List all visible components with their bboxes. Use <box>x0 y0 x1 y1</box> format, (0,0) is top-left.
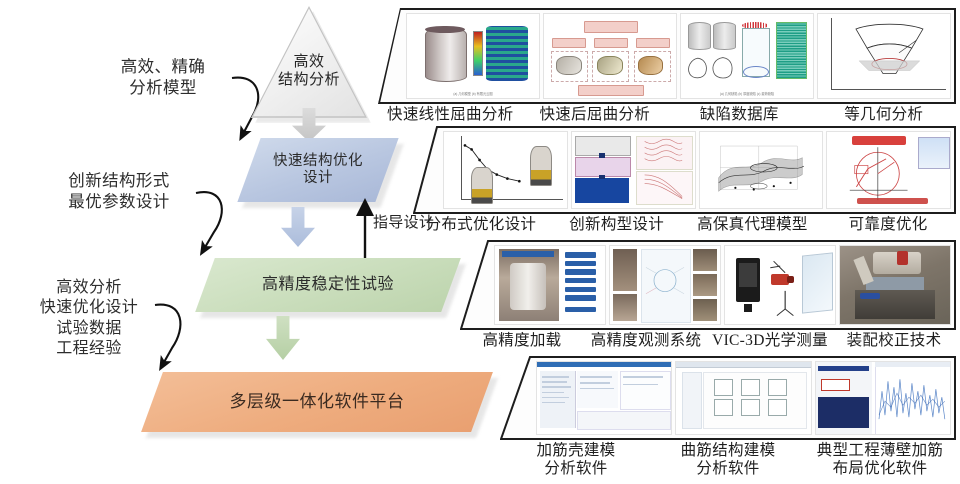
label-row1-2: 缺陷数据库 <box>699 106 779 123</box>
annotation-structure-parameters: 创新结构形式 最优参数设计 <box>68 171 170 212</box>
panel-row-2[interactable] <box>413 126 956 214</box>
node-high-precision-stability-test[interactable] <box>195 258 466 318</box>
label-row4-1: 曲筋结构建模 分析软件 <box>680 442 776 477</box>
blue-node-shape <box>237 138 399 202</box>
thumb-isogeometric-analysis <box>817 13 951 99</box>
label-row4-0: 加筋壳建模 分析软件 <box>536 442 616 477</box>
panel-row-4-labels: 加筋壳建模 分析软件 曲筋结构建模 分析软件 典型工程薄壁加筋 布局优化软件 <box>500 442 956 477</box>
annotation-analysis-model: 高效、精确 分析模型 <box>120 57 206 98</box>
thumb-curved-stiffener-software <box>675 361 812 435</box>
label-row2-2: 高保真代理模型 <box>697 216 808 233</box>
label-row3-0: 高精度加载 <box>482 332 562 349</box>
label-row2-3: 可靠度优化 <box>848 216 928 233</box>
panel-row-1-outline <box>378 8 956 104</box>
thumb-observation-system <box>609 245 721 325</box>
annotation-experience-data: 高效分析 快速优化设计 试验数据 工程经验 <box>39 279 139 358</box>
label-row4-2: 典型工程薄壁加筋 布局优化软件 <box>816 442 944 477</box>
triangle-outline <box>251 6 367 118</box>
label-row3-2: VIC-3D光学测量 <box>712 332 828 349</box>
label-row2-1: 创新构型设计 <box>569 216 665 233</box>
thumb-defect-database: (a) 几何缺陷 (b) 厚度缺陷 (c) 载荷缺陷 <box>680 13 814 99</box>
panel-row-3[interactable] <box>460 240 956 330</box>
panel-row-4[interactable] <box>500 356 956 440</box>
green-node-shape <box>195 258 461 312</box>
panel-row-1[interactable]: (a) 几何模型 (b) 有限元云图 <box>378 8 956 104</box>
panel-row-2-labels: 分布式优化设计 创新构型设计 高保真代理模型 可靠度优化 <box>413 216 956 234</box>
thumb-innovative-configuration <box>570 131 696 209</box>
thumb-reliability-optimization <box>826 131 951 209</box>
thumb-assembly-correction <box>839 245 951 325</box>
thumb-post-buckling <box>543 13 677 99</box>
thumb-high-precision-loading <box>494 245 606 325</box>
node-integrated-software-platform[interactable] <box>141 372 498 438</box>
thumb-linear-buckling: (a) 几何模型 (b) 有限元云图 <box>406 13 540 99</box>
thumb-vic3d-measurement <box>724 245 836 325</box>
node-structural-analysis[interactable] <box>251 6 371 123</box>
label-row1-1: 快速后屈曲分析 <box>539 106 651 123</box>
label-row2-0: 分布式优化设计 <box>425 216 537 233</box>
feedback-label: 指导设计 <box>373 215 435 231</box>
thumb-stiffened-shell-software <box>536 361 673 435</box>
thumb-high-fidelity-surrogate <box>698 131 824 209</box>
arrow-down-3 <box>266 316 300 360</box>
panel-row-3-labels: 高精度加载 高精度观测系统 VIC-3D光学测量 装配校正技术 <box>460 332 956 350</box>
label-row1-0: 快速线性屈曲分析 <box>387 106 514 123</box>
orange-node-shape <box>141 372 493 432</box>
thumb-layout-optimization-software <box>814 361 951 435</box>
node-fast-optimization-design[interactable] <box>237 138 404 208</box>
panel-row-1-labels: 快速线性屈曲分析 快速后屈曲分析 缺陷数据库 等几何分析 <box>378 106 956 124</box>
thumb-distributed-optimization <box>443 131 568 209</box>
process-flow-column: 高效 结构分析 快速结构优化 设计 指导设计 高精度稳定性试验 多层级一体化软件… <box>0 0 498 484</box>
label-row3-3: 装配校正技术 <box>846 332 942 349</box>
arrow-down-2 <box>281 207 315 247</box>
arrow-down-1 <box>292 108 326 142</box>
label-row3-1: 高精度观测系统 <box>590 332 702 349</box>
label-row1-3: 等几何分析 <box>844 106 924 123</box>
